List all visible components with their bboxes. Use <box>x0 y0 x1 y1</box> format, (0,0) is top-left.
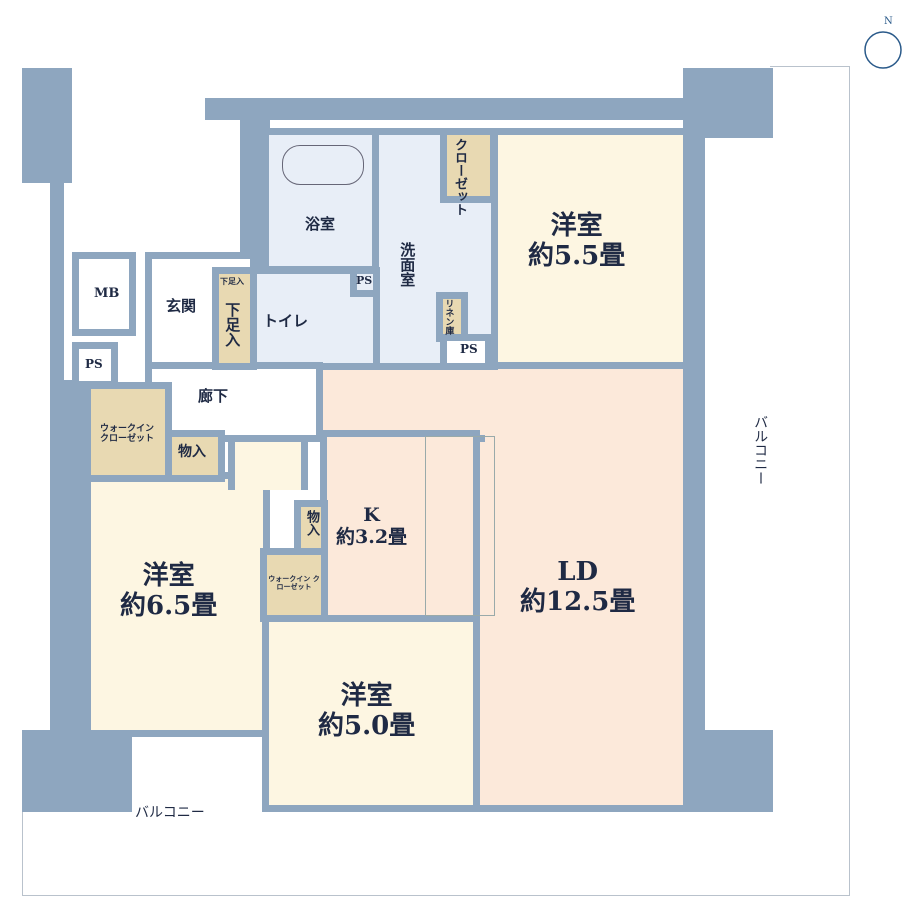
room-name: K <box>363 504 380 526</box>
hallway <box>145 362 323 442</box>
western-room-5-5 <box>490 128 690 370</box>
pipe-space-toilet <box>350 267 380 297</box>
living-dining <box>472 362 690 812</box>
compass-icon <box>864 31 902 69</box>
hallway-label: 廊下 <box>198 387 229 405</box>
room-size: 約5.0畳 <box>318 710 416 741</box>
balcony-right-label: バルコニー <box>752 415 769 485</box>
north-label: N <box>884 16 893 27</box>
room-size: 約3.2畳 <box>336 525 408 548</box>
entrance-label: 玄関 <box>166 297 197 315</box>
room-name: LD <box>557 557 599 587</box>
wall <box>50 180 64 740</box>
storage-1-label: 物入 <box>178 444 206 460</box>
balcony-bottom-label: バルコニー <box>135 805 205 821</box>
balcony-bottom <box>22 808 850 896</box>
room-size: 約5.5畳 <box>528 240 626 271</box>
mb-label: MB <box>94 286 120 301</box>
wic-2-label: ウォークイン クローゼット <box>268 574 320 592</box>
closet-label: クローゼット <box>451 138 467 216</box>
shoe-storage-label: 下足入 <box>223 302 242 347</box>
room-label: 洋室 約5.0畳 <box>318 681 416 742</box>
column <box>22 68 72 183</box>
ps-label: PS <box>460 342 478 356</box>
column <box>22 730 132 812</box>
room-name: 洋室 <box>550 211 603 241</box>
kitchen-counter <box>425 436 495 616</box>
ps-label: PS <box>85 357 103 371</box>
room-label: 洋室 約6.5畳 <box>120 561 218 622</box>
north-compass: N <box>858 16 908 72</box>
room-size: 約6.5畳 <box>120 590 218 621</box>
column <box>683 730 773 812</box>
walk-in-closet-1 <box>84 382 172 482</box>
meter-box <box>72 252 136 336</box>
bathtub <box>282 145 364 185</box>
balcony-right <box>770 66 850 896</box>
room-label: 洋室 約5.5畳 <box>528 211 626 272</box>
shoe-storage-small-label: 下足入 <box>220 276 244 286</box>
column <box>683 68 773 138</box>
storage-1 <box>165 430 225 482</box>
western-room-5-0 <box>262 615 480 812</box>
room-label: LD 約12.5畳 <box>520 557 636 618</box>
walk-in-closet-2 <box>260 548 328 622</box>
toilet-label: トイレ <box>263 312 309 330</box>
room-name: 洋室 <box>340 681 393 711</box>
ps-label: PS <box>356 274 373 287</box>
storage-2-label: 物入 <box>303 510 319 536</box>
room-size: 約12.5畳 <box>520 586 636 617</box>
linen-label: リネン庫 <box>443 299 454 335</box>
wall <box>205 98 685 120</box>
room-name: 洋室 <box>142 561 195 591</box>
pipe-space-wash <box>440 334 492 370</box>
closet <box>440 128 497 203</box>
kitchen <box>320 430 480 622</box>
bathroom-label: 浴室 <box>305 215 336 233</box>
washroom-label: 洗面室 <box>398 242 417 287</box>
room-label: K 約3.2畳 <box>336 504 408 549</box>
wic-1-label: ウォークイン クローゼット <box>99 424 154 445</box>
shoe-storage <box>212 267 257 370</box>
